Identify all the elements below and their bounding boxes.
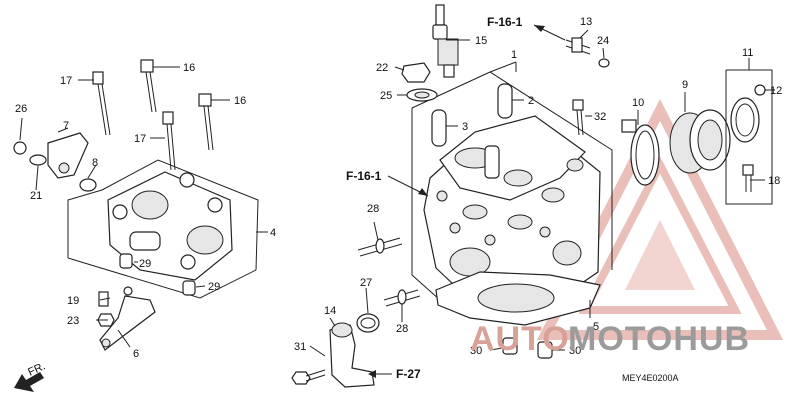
ref-f16-side: F-16-1 [346, 169, 382, 183]
callout-17-left: 17 [60, 75, 72, 87]
callout-29-right: 29 [208, 281, 220, 293]
ref-arrows [368, 24, 566, 378]
callout-13: 13 [580, 16, 592, 28]
head-gasket-5 [435, 271, 601, 326]
stud-28-upper [357, 237, 403, 257]
leader-lines [19, 29, 775, 357]
front-arrow-icon [14, 372, 44, 392]
decomp-lever-6 [99, 286, 156, 351]
callout-27: 27 [360, 277, 372, 289]
callout-21: 21 [30, 190, 42, 202]
rocker-assembly-outline [67, 159, 259, 299]
o-ring-27 [356, 313, 380, 333]
insulator-9 [669, 109, 731, 174]
stud-28-lower [383, 289, 421, 307]
watermark-auto: AUTO [470, 320, 570, 358]
callout-10: 10 [632, 97, 644, 109]
ref-f27: F-27 [396, 367, 421, 381]
callout-14: 14 [324, 305, 336, 317]
bolt-32 [572, 99, 584, 136]
cylinder-head-body [423, 115, 601, 301]
front-label: FR. [26, 360, 47, 378]
dowel-29-left [119, 253, 133, 269]
washer-21 [29, 154, 47, 166]
watermark-text: AUTO MOTOHUB [470, 320, 750, 358]
callout-5: 5 [593, 321, 599, 333]
callout-16-upper: 16 [183, 62, 195, 74]
bolt-17-center [162, 111, 176, 171]
bolt-16-upper [140, 59, 157, 113]
callout-23: 23 [67, 315, 79, 327]
washer-24 [598, 58, 610, 68]
callout-32: 32 [594, 111, 606, 123]
water-joint-14 [329, 322, 375, 388]
bolt-16-right [198, 93, 214, 151]
callout-9: 9 [682, 79, 688, 91]
dowel-30-left [502, 337, 518, 355]
spring-8 [79, 178, 97, 192]
callout-17-center: 17 [134, 133, 146, 145]
callout-18: 18 [768, 175, 780, 187]
callout-28-lower: 28 [396, 323, 408, 335]
callout-26: 26 [15, 103, 27, 115]
callout-19: 19 [67, 295, 79, 307]
stud-13 [565, 37, 591, 55]
callout-8: 8 [92, 157, 98, 169]
callout-16-right: 16 [234, 95, 246, 107]
callout-3: 3 [462, 121, 468, 133]
screw-18 [742, 164, 754, 192]
bolt-31 [291, 369, 326, 385]
bolt-17-left [92, 71, 111, 136]
callout-30-right: 30 [569, 345, 581, 357]
rocker-arm-7 [47, 132, 89, 179]
diagram-code: MEY4E0200A [622, 373, 679, 383]
callout-31: 31 [294, 341, 306, 353]
spark-plug-15 [432, 4, 459, 78]
screw-12 [754, 84, 766, 96]
callout-22: 22 [376, 62, 388, 74]
callout-1: 1 [511, 49, 517, 61]
callout-6: 6 [133, 348, 139, 360]
clamp-10 [621, 119, 660, 186]
callout-15: 15 [475, 35, 487, 47]
clip-26 [13, 141, 27, 155]
insulator-group-box [725, 69, 773, 205]
nut-22 [401, 62, 431, 83]
callout-30-left: 30 [470, 345, 482, 357]
rocker-holder [107, 171, 233, 281]
cylinder-head-outline [411, 71, 613, 301]
callout-28-upper: 28 [367, 203, 379, 215]
callout-4: 4 [270, 227, 276, 239]
callout-24: 24 [597, 35, 609, 47]
callout-2: 2 [528, 95, 534, 107]
valve-guide-2 [497, 83, 513, 119]
seal-25 [406, 88, 438, 102]
callout-12: 12 [770, 85, 782, 97]
callout-25: 25 [380, 90, 392, 102]
watermark-triangle-logo [536, 99, 784, 340]
callout-7: 7 [63, 120, 69, 132]
callout-11: 11 [742, 47, 753, 59]
watermark-motohub: MOTOHUB [568, 320, 750, 358]
band-11 [730, 97, 760, 143]
ref-f16-top: F-16-1 [487, 15, 523, 29]
valve-guide-3 [431, 109, 447, 147]
callout-29-left: 29 [139, 258, 151, 270]
dowel-29-right [182, 280, 196, 296]
